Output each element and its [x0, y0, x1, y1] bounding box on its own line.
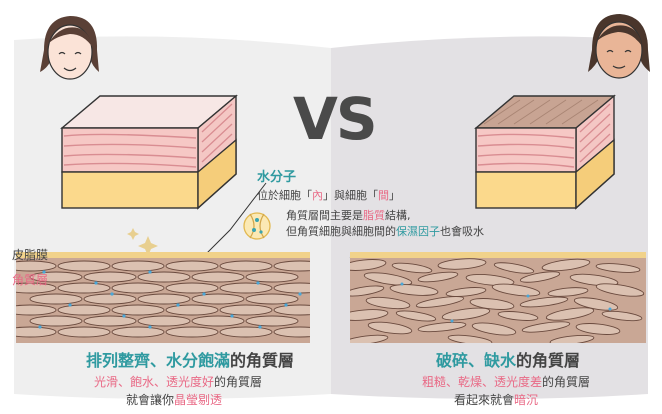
right-caption-heading: 破碎、缺水的角質層 [436, 351, 581, 370]
left-caption-heading: 排列整齊、水分飽滿的角質層 [86, 351, 295, 370]
broken-stratum-cells [350, 258, 646, 343]
water-molecule-icon [243, 212, 271, 240]
stratum-corneum-label: 角質層 [12, 273, 49, 287]
smooth-stratum-cells [16, 258, 310, 343]
left-panel-bg [14, 36, 331, 400]
callout-line-2: 角質層間主要是脂質結構, [286, 209, 411, 222]
sebum-film-label: 皮脂膜 [12, 248, 49, 262]
right-caption-line-1: 粗糙、乾燥、透光度差的角質層 [422, 375, 591, 389]
sparkle-icon [127, 228, 158, 256]
callout-line-1: 位於細胞「內」與細胞「間」 [257, 189, 400, 202]
left-caption-line-1: 光滑、飽水、透光度好的角質層 [94, 375, 263, 389]
tan-woman-face-icon [588, 14, 650, 79]
vs-label: VS [293, 85, 378, 153]
rough-skin-cube [474, 94, 616, 210]
water-molecule-title: 水分子 [257, 170, 297, 185]
right-caption-line-2: 看起來就會暗沉 [454, 393, 539, 407]
woman-face-icon [40, 16, 99, 80]
callout-line-3: 但角質細胞與細胞間的保濕因子也會吸水 [286, 225, 484, 238]
smooth-skin-cube [60, 94, 238, 210]
left-caption-line-2: 就會讓你晶瑩剔透 [126, 393, 223, 407]
